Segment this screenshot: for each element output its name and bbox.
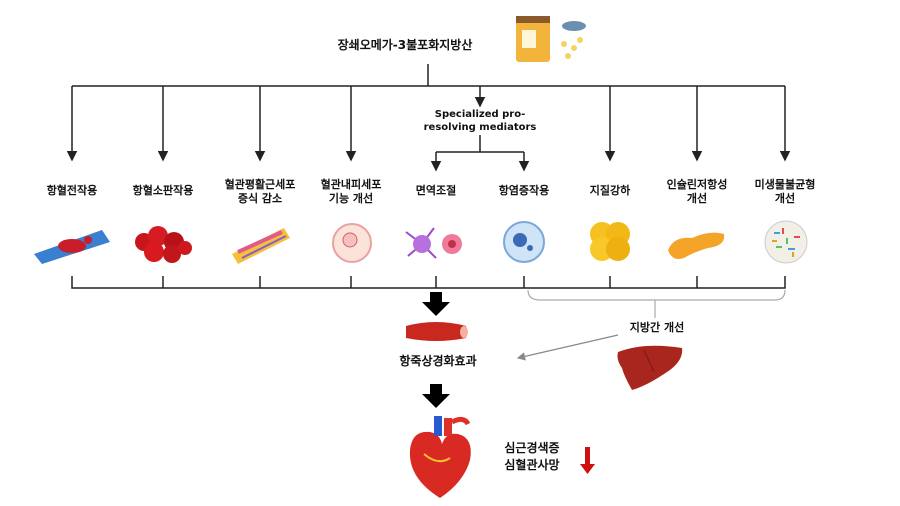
- platelet-cluster-icon: [135, 226, 192, 263]
- pancreas-icon: [668, 232, 725, 259]
- effect-label-1: 항혈소판작용: [132, 184, 194, 197]
- outcome-mi: 심근경색증: [504, 441, 560, 455]
- omega3-supplement-icon: [516, 16, 586, 62]
- endothelial-cell-icon: [332, 223, 372, 263]
- lipid-droplet-icon: [590, 222, 630, 261]
- thrombus-vessel-icon: [34, 230, 110, 264]
- liver-label: 지방간 개선: [629, 321, 685, 334]
- outcome-cv-death: 심혈관사망: [504, 458, 560, 472]
- effect-label-6: 지질강하: [589, 184, 631, 197]
- heart-icon: [409, 416, 471, 498]
- liver-icon: [617, 345, 683, 390]
- immune-cells-icon: [405, 227, 462, 259]
- smooth-muscle-cell-icon: [232, 228, 290, 264]
- effect-label-4: 면역조절: [415, 184, 457, 197]
- macrophage-icon: [503, 221, 545, 263]
- title: 장쇄오메가-3불포화지방산: [337, 38, 473, 52]
- effect-label-5: 항염증작용: [498, 184, 550, 197]
- outcome-labels: 심근경색증 심혈관사망: [482, 440, 582, 474]
- microbiome-icon: [764, 220, 808, 264]
- effect-label-0: 항혈전작용: [46, 184, 98, 197]
- spm-label: Specialized pro-resolving mediators: [423, 109, 537, 133]
- atherosclerosis-label: 항죽상경화효과: [399, 354, 477, 368]
- artery-icon: [406, 322, 468, 341]
